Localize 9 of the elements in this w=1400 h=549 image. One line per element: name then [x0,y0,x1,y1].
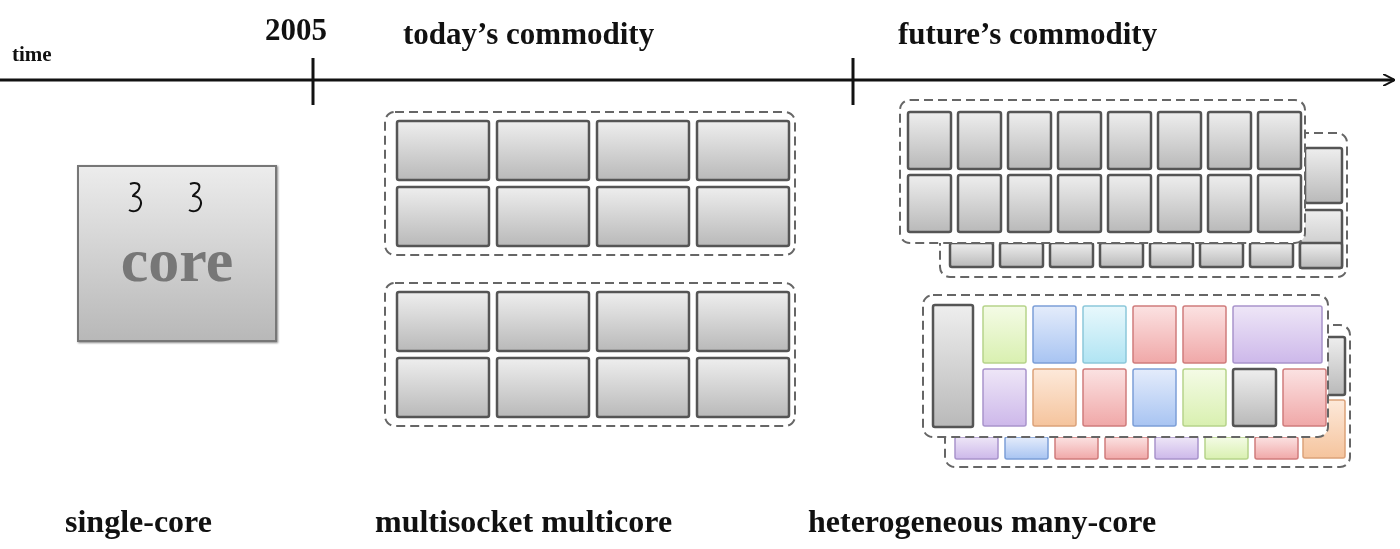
core-label: core [119,229,235,291]
architecture-label: single-core [65,505,212,537]
era-label: future’s commodity [898,18,1158,49]
architecture-label: heterogeneous many-core [808,505,1157,537]
era-label: today’s commodity [403,18,655,49]
architecture-label: multisocket multicore [375,505,673,537]
year-label: 2005 [265,14,327,45]
core-box [77,165,277,342]
axis-label: time [12,44,52,65]
